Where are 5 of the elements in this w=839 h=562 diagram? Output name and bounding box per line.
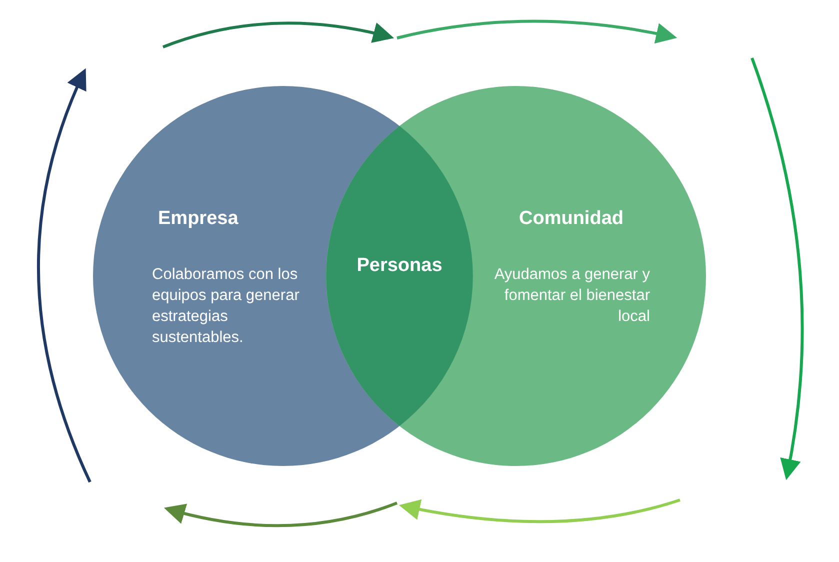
description: Ayudamos a generar y fomentar el bienestar local xyxy=(493,265,650,327)
heading: Comunidad xyxy=(519,208,624,230)
heading: Empresa xyxy=(158,208,238,230)
description: Colaboramos con los equipos para generar estrategias sustentables. xyxy=(152,265,300,348)
heading: Personas xyxy=(356,255,444,277)
